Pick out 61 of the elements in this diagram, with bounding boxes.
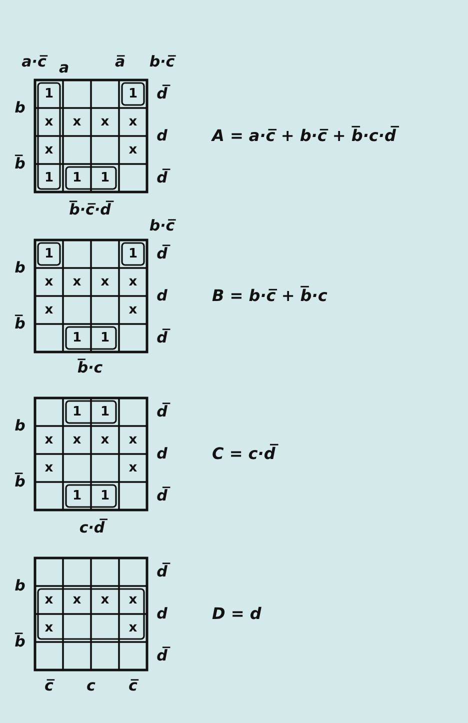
cell-value: x (44, 622, 54, 634)
cell-value: 1 (100, 406, 110, 418)
variable-label: b (14, 578, 26, 594)
cell-value: 1 (100, 490, 110, 502)
cell-value: x (72, 594, 82, 606)
cell-value: x (44, 434, 54, 446)
cell-value: x (44, 116, 54, 128)
cell-value: x (128, 594, 138, 606)
variable-label: b (14, 100, 26, 116)
variable-label: a (58, 60, 70, 76)
cell-value: x (128, 304, 138, 316)
variable-label: b (14, 418, 26, 434)
cell-value: 1 (72, 490, 82, 502)
boolean-equation: B = b·c̅ + b̅·c (212, 288, 328, 304)
variable-label: a̅ (114, 54, 126, 70)
cell-value: 1 (72, 406, 82, 418)
cell-value: x (72, 434, 82, 446)
variable-label: d (156, 128, 168, 144)
cell-value: 1 (72, 332, 82, 344)
cell-value: x (128, 622, 138, 634)
cell-value: x (100, 116, 110, 128)
cell-value: x (44, 594, 54, 606)
cell-value: x (72, 116, 82, 128)
cell-value: 1 (72, 172, 82, 184)
cell-value: 1 (100, 172, 110, 184)
variable-label: d (156, 288, 168, 304)
cell-value: 1 (44, 88, 54, 100)
variable-label: a·c̅ (22, 54, 46, 70)
cell-value: 1 (44, 172, 54, 184)
cell-value: x (72, 276, 82, 288)
variable-label: c (86, 678, 96, 694)
variable-label: b̅ (14, 156, 26, 172)
boolean-equation: D = d (212, 606, 262, 622)
cell-value: x (128, 116, 138, 128)
cell-value: x (100, 276, 110, 288)
variable-label: b·c̅ (149, 54, 175, 70)
variable-label: c̅ (44, 678, 54, 694)
variable-label: b̅·c (77, 360, 103, 376)
cell-value: x (44, 304, 54, 316)
variable-label: c̅ (128, 678, 138, 694)
cell-value: x (128, 462, 138, 474)
cell-value: x (100, 594, 110, 606)
variable-label: b̅ (14, 474, 26, 490)
variable-label: b·c̅ (149, 218, 175, 234)
variable-label: d (156, 606, 168, 622)
cell-value: x (128, 434, 138, 446)
cell-value: x (128, 276, 138, 288)
cell-value: 1 (44, 248, 54, 260)
cell-value: x (44, 144, 54, 156)
cell-value: 1 (128, 248, 138, 260)
variable-label: b̅ (14, 316, 26, 332)
cell-value: x (44, 462, 54, 474)
cell-value: 1 (128, 88, 138, 100)
variable-label: b (14, 260, 26, 276)
variable-label: b̅ (14, 634, 26, 650)
cell-value: x (44, 276, 54, 288)
variable-label: c·d̅ (79, 520, 105, 536)
cell-value: x (128, 144, 138, 156)
cell-value: x (100, 434, 110, 446)
variable-label: d (156, 446, 168, 462)
cell-value: 1 (100, 332, 110, 344)
